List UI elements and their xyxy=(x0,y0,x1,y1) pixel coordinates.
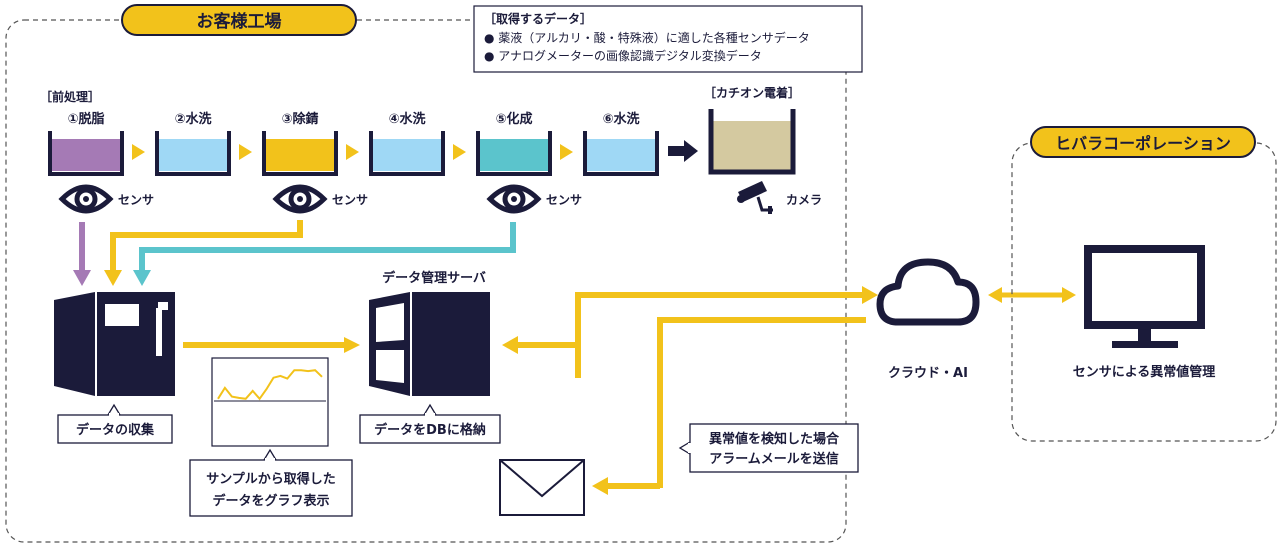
alert-caption-line-2: アラームメールを送信 xyxy=(709,451,839,467)
tank-arrow xyxy=(132,144,145,160)
tank-outline xyxy=(155,131,231,176)
tank-liquid xyxy=(52,139,120,171)
tank-arrow xyxy=(453,144,466,160)
cloud-label: クラウド・AI xyxy=(888,366,968,381)
sensor1-arrowhead xyxy=(73,270,91,286)
collect-label-pointer xyxy=(107,403,121,416)
alert-caption-pointer xyxy=(678,441,691,455)
hibara-title: ヒバラコーポレーション xyxy=(1055,134,1231,153)
sensor3-line xyxy=(110,220,303,272)
sensor-label: センサ xyxy=(118,193,154,207)
graph-caption-pointer xyxy=(263,448,277,461)
tank-liquid xyxy=(373,139,441,171)
tank-outline xyxy=(369,131,445,176)
pretreatment-label: ［前処理］ xyxy=(40,89,100,104)
electrodeposition-tank-liquid xyxy=(713,121,791,171)
tank-label: ④水洗 xyxy=(388,111,425,127)
camera-icon xyxy=(737,181,773,214)
graph-series-line xyxy=(217,369,323,401)
db-label-box xyxy=(359,414,501,444)
customer-factory-title: お客様工場 xyxy=(197,11,282,32)
tank-1: ①脱脂 xyxy=(48,111,124,176)
acquired-data-box xyxy=(473,5,863,73)
sensor-label: センサ xyxy=(332,193,368,207)
graph-caption-box xyxy=(189,459,353,517)
camera-label: カメラ xyxy=(786,193,822,207)
tank-4: ④水洗 xyxy=(369,111,445,176)
tank-outline xyxy=(476,131,552,176)
sensor3-arrowhead xyxy=(104,270,122,286)
monitor-icon xyxy=(1084,245,1205,348)
tank-outline xyxy=(48,131,124,176)
acquired-data-item-2: ● アナログメーターの画像認識デジタル変換データ xyxy=(484,48,762,63)
cloud-hibara-arrowhead-left xyxy=(988,287,1002,303)
tank-outline xyxy=(262,131,338,176)
to-electrodeposition-arrow-head xyxy=(684,140,698,162)
sensor-3: センサ xyxy=(272,184,368,214)
db-label: データをDBに格納 xyxy=(374,422,486,438)
sensor5-line xyxy=(139,222,516,272)
cloud-hibara-arrowhead-right xyxy=(1062,287,1076,303)
tank-arrow xyxy=(560,144,573,160)
graph-panel xyxy=(211,357,329,447)
tank-arrow xyxy=(346,144,359,160)
collector-to-server-arrowhead xyxy=(344,337,360,353)
tank-6: ⑥水洗 xyxy=(583,111,659,176)
to-electrodeposition-arrow-shaft xyxy=(668,146,684,156)
tank-liquid xyxy=(587,139,655,171)
server-to-cloud-arrowhead xyxy=(862,286,878,304)
tank-3: ③除錆 xyxy=(262,111,338,176)
sensor-1: センサ xyxy=(58,184,154,214)
collect-label-box xyxy=(57,414,173,444)
graph-caption-line-1: サンプルから取得した xyxy=(206,471,336,487)
monitor-label: センサによる異常値管理 xyxy=(1073,364,1216,380)
sensor5-arrowhead xyxy=(133,270,151,286)
cloud-to-server-line xyxy=(657,317,866,488)
tank-label: ②水洗 xyxy=(174,111,211,127)
tank-5: ⑤化成 xyxy=(476,111,552,176)
collector-device-icon xyxy=(54,292,175,396)
eye-icon xyxy=(272,184,328,214)
tank-label: ①脱脂 xyxy=(67,111,104,127)
tank-label: ⑤化成 xyxy=(495,111,532,127)
hibara-title-pill xyxy=(1030,126,1256,158)
tank-label: ⑥水洗 xyxy=(602,111,639,127)
cloud-to-server-branch xyxy=(516,342,581,360)
graph-caption-line-2: データをグラフ表示 xyxy=(212,493,329,509)
electrodeposition-tank xyxy=(708,109,796,175)
alert-caption-box xyxy=(689,423,859,473)
tank-2: ②水洗 xyxy=(155,111,231,176)
customer-factory-region xyxy=(5,19,847,543)
tank-label: ③除錆 xyxy=(281,111,318,127)
customer-factory-title-pill xyxy=(121,4,357,36)
tank-liquid xyxy=(480,139,548,171)
db-label-pointer xyxy=(423,403,437,416)
tank-outline xyxy=(583,131,659,176)
server-title: データ管理サーバ xyxy=(382,270,486,286)
server-icon xyxy=(369,292,490,396)
cloud-to-mail-arrowhead xyxy=(592,477,608,495)
tank-liquid xyxy=(266,139,334,171)
eye-icon xyxy=(58,184,114,214)
collect-label: データの収集 xyxy=(76,422,155,438)
cloud-icon xyxy=(876,258,980,326)
mail-icon xyxy=(499,459,585,516)
acquired-data-item-1: ● 薬液（アルカリ・酸・特殊液）に適した各種センサデータ xyxy=(484,30,810,45)
server-to-cloud-line xyxy=(575,292,866,378)
electrodeposition-label: ［カチオン電着］ xyxy=(704,85,800,100)
cloud-to-server-arrowhead xyxy=(502,336,518,354)
acquired-data-title: ［取得するデータ］ xyxy=(484,11,592,26)
sensor-label: センサ xyxy=(546,193,582,207)
tank-liquid xyxy=(159,139,227,171)
pretreatment-tanks: ①脱脂 ②水洗 ③除錆 ④水洗 ⑤化成 ⑥水洗 xyxy=(48,111,659,176)
tank-arrow xyxy=(239,144,252,160)
tank-arrows xyxy=(132,144,573,160)
alert-caption-line-1: 異常値を検知した場合 xyxy=(709,431,840,447)
sensor-5: センサ xyxy=(486,184,582,214)
sensors: センサ センサ センサ xyxy=(58,184,582,214)
eye-icon xyxy=(486,184,542,214)
